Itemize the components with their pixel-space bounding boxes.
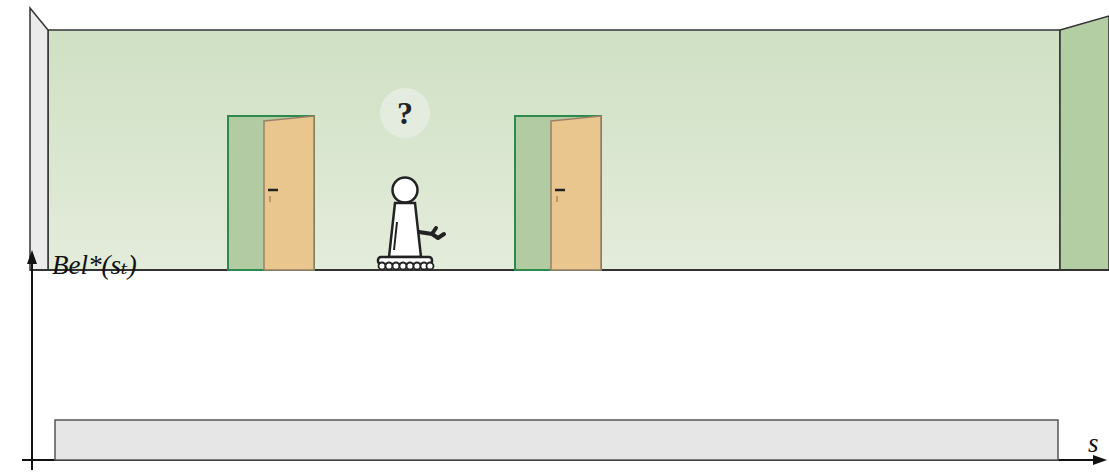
right-wall [1060,16,1109,270]
door [515,116,601,270]
robot [378,178,444,270]
left-wall [30,8,48,270]
belief-bar [55,420,1058,460]
back-wall [48,30,1060,270]
thought-bubble: ? [380,88,430,138]
plot-axes [22,250,1107,470]
door [228,116,314,270]
question-mark: ? [397,97,413,129]
axis-label: s [1088,430,1099,457]
axis-label: Bel*(sₜ) [52,252,137,279]
